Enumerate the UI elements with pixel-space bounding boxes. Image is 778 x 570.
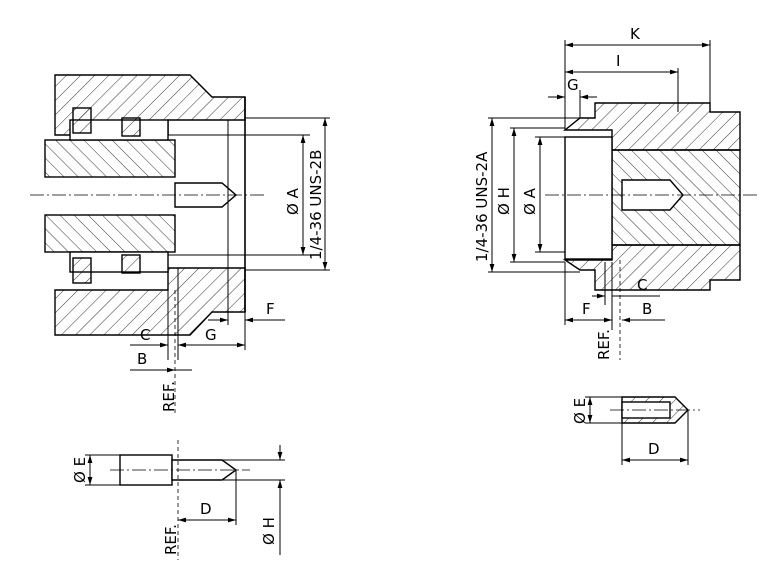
socket-d-label: D: [648, 440, 660, 458]
dielectric-lower: [44, 214, 176, 253]
ref-label-left: REF.: [160, 381, 178, 412]
ref-label-right: REF.: [595, 329, 613, 360]
socket-e-label: Ø E: [571, 398, 589, 424]
dim-f-label-right: F: [582, 300, 591, 318]
ref-label-pin: REF.: [162, 524, 180, 555]
pin-detail: REF. Ø E D Ø H: [71, 440, 285, 560]
dim-k-label: K: [630, 25, 641, 43]
dim-thread-label-right: 1/4-36 UNS-2A: [473, 151, 491, 262]
dim-c-label-right: C: [637, 276, 647, 294]
dim-a-label: Ø A: [284, 187, 302, 215]
dim-g-label-right: G: [567, 76, 579, 94]
dim-b-label: B: [137, 350, 147, 368]
socket-detail: Ø E D: [571, 396, 700, 465]
center-pin: [174, 182, 238, 208]
left-jack-section: Ø A 1/4-36 UNS-2B F G C B REF.: [30, 74, 330, 415]
dim-i-label: I: [616, 52, 620, 70]
gasket-4: [121, 254, 141, 274]
dim-a-label-right: Ø A: [521, 187, 539, 215]
ring-lower: [69, 251, 169, 273]
right-plug-section: K I G 1/4-36 UNS-2A Ø H Ø A C F: [473, 25, 760, 360]
dim-h-label-right: Ø H: [495, 187, 513, 215]
right-bore: [564, 136, 613, 260]
pin-h-label: Ø H: [260, 517, 278, 545]
gasket-1: [72, 107, 92, 134]
dim-f-label: F: [266, 300, 275, 318]
dim-b-label-right: B: [642, 300, 652, 318]
pin-d-label: D: [200, 500, 212, 518]
gasket-3: [72, 257, 92, 284]
dielectric-upper: [44, 139, 176, 178]
dim-g-label: G: [205, 326, 217, 344]
ring-upper: [69, 119, 169, 141]
gasket-2: [121, 117, 141, 137]
pin-e-label: Ø E: [71, 457, 89, 483]
dim-c-label: C: [140, 326, 150, 344]
dim-thread-label: 1/4-36 UNS-2B: [307, 150, 325, 260]
right-socket: [621, 179, 684, 211]
